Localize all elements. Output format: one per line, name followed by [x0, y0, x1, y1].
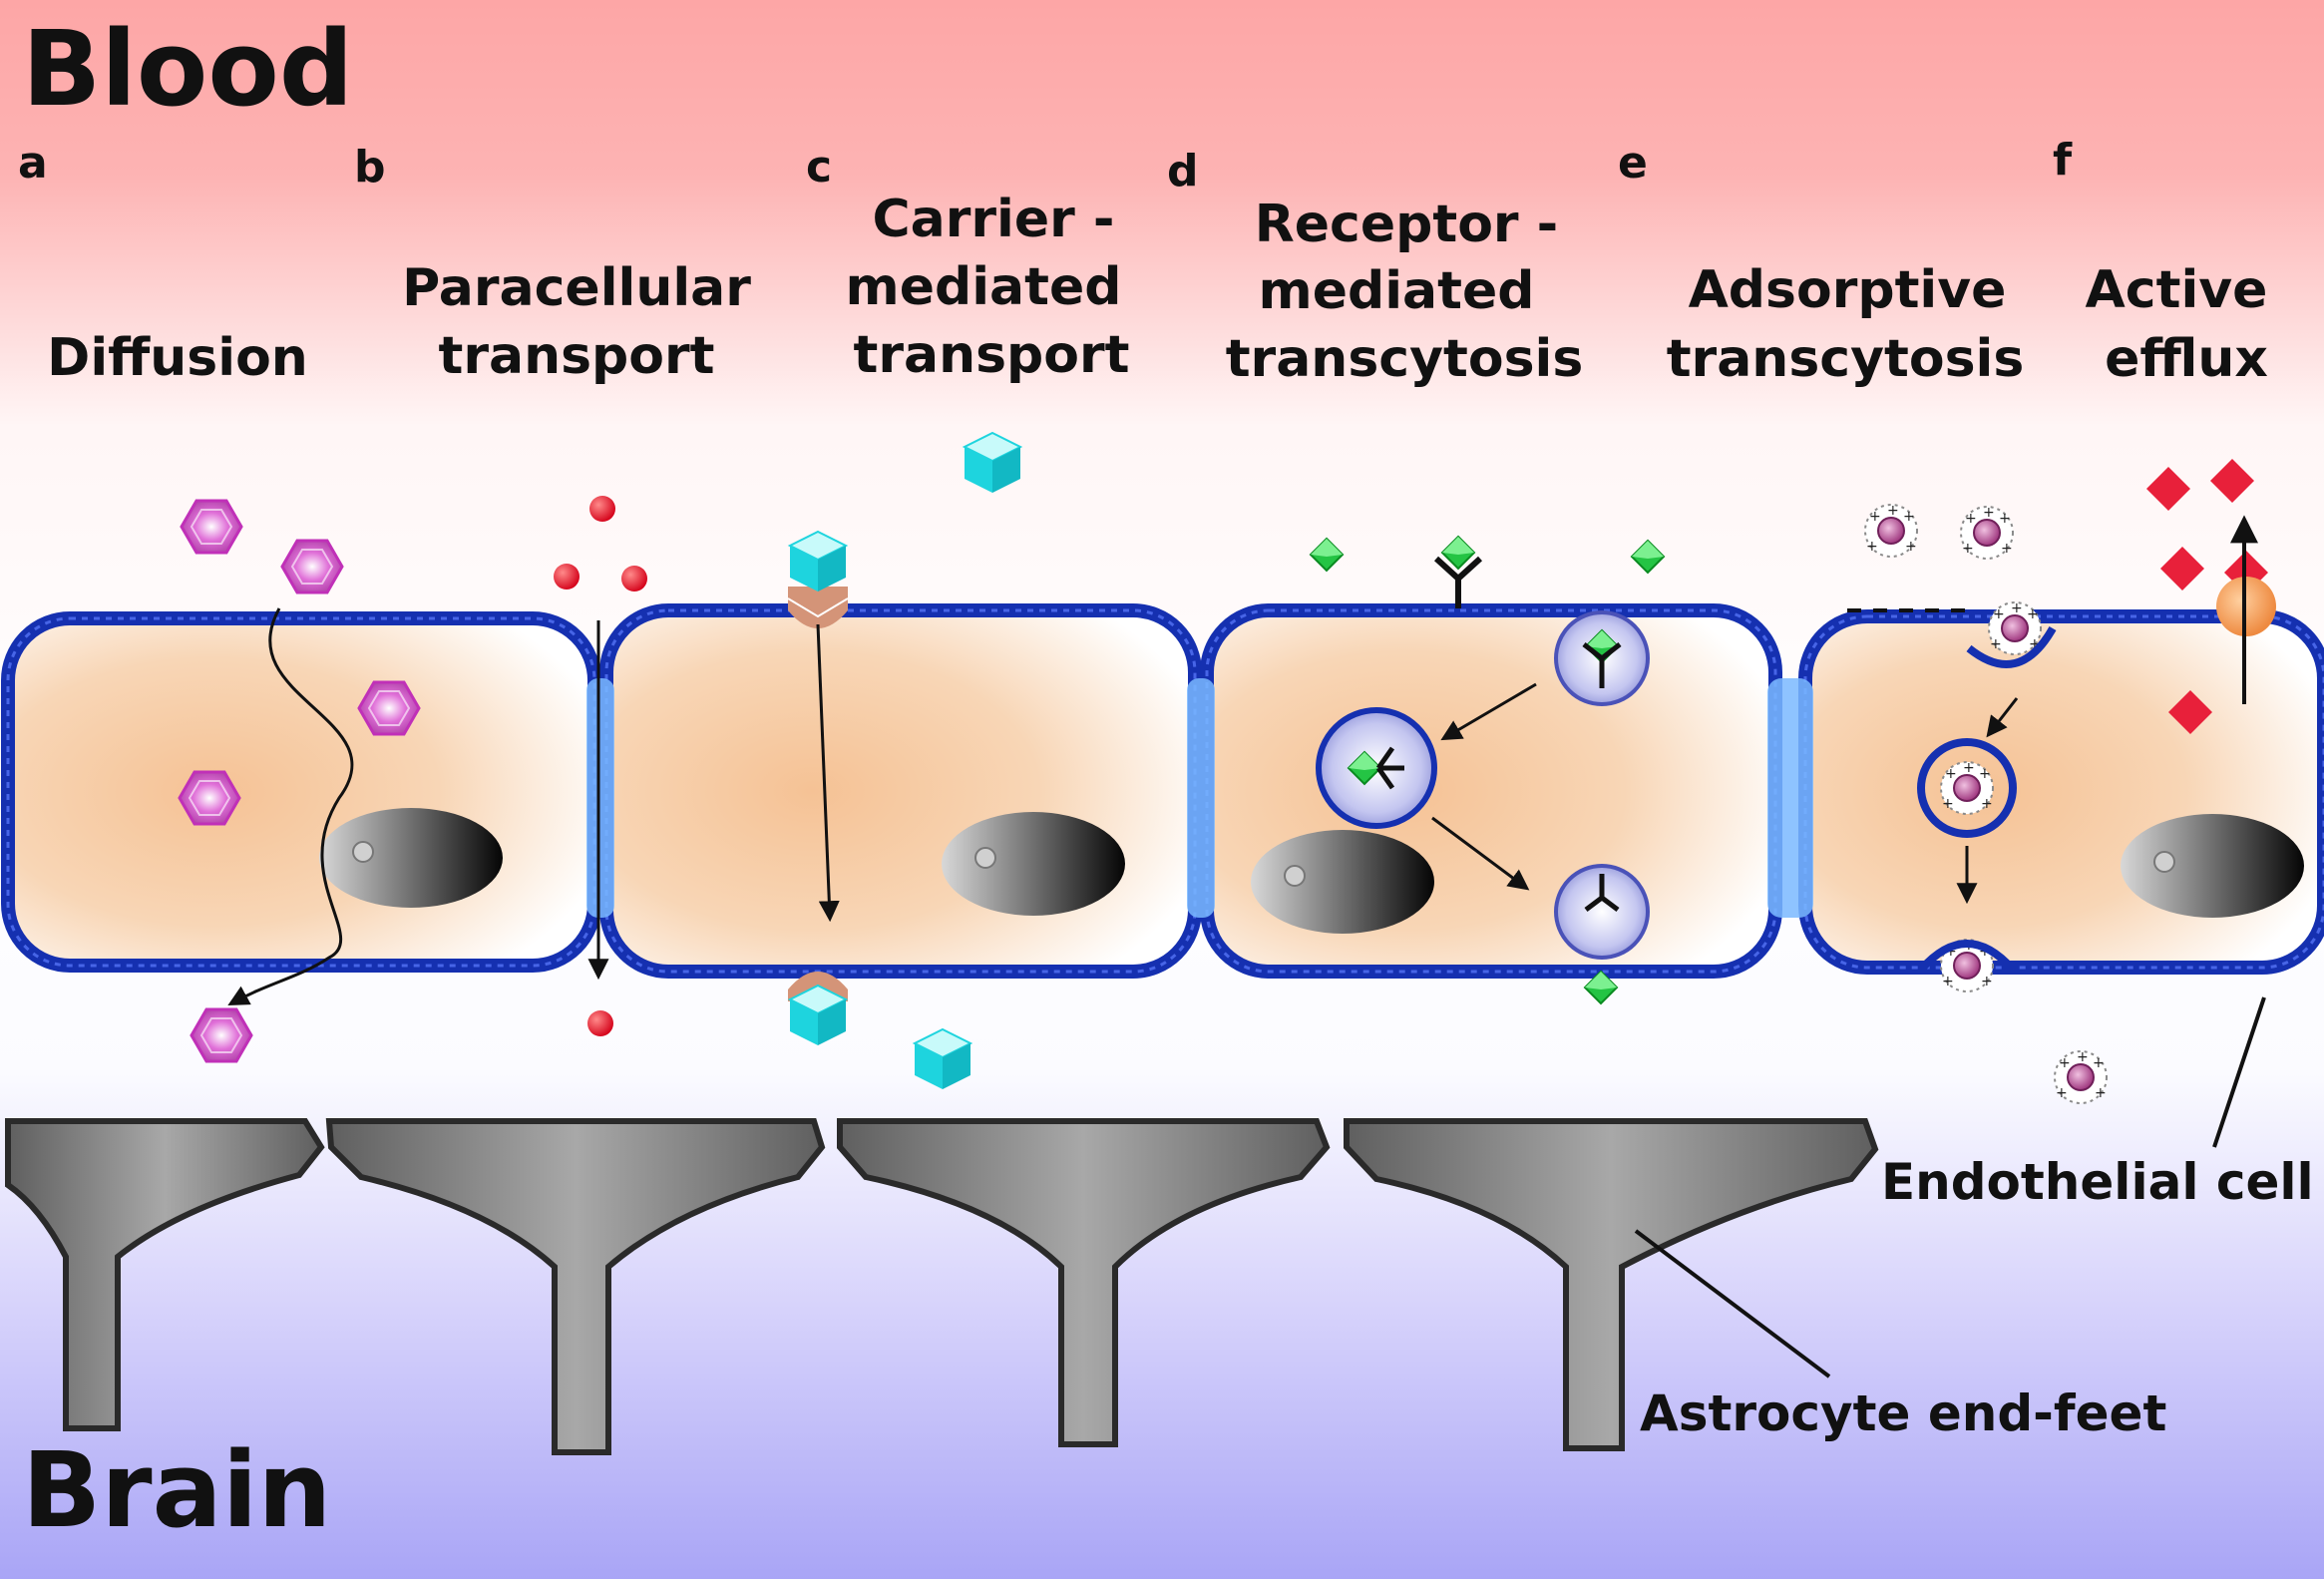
nucleus-4 — [2121, 814, 2304, 918]
mechanism-f-line2: efflux — [2105, 329, 2268, 389]
nucleus-1 — [319, 808, 503, 908]
blood-label: Blood — [22, 8, 353, 130]
mechanism-b-line1: Paracellular — [402, 258, 751, 318]
adsorptive-vesicle — [1917, 738, 2017, 838]
carrier-arrow — [816, 623, 840, 923]
astrocyte-end-feet — [5, 1118, 1879, 1455]
mechanism-d-line3: transcytosis — [1226, 329, 1584, 389]
mechanism-c-line1: Carrier - — [873, 190, 1115, 249]
mechanism-c-line2: mediated — [846, 257, 1122, 317]
panel-letter-c: c — [806, 142, 832, 193]
mechanism-e-line1: Adsorptive — [1689, 260, 2007, 320]
paracellular-particles — [554, 496, 647, 1036]
astrocyte-end-feet-label: Astrocyte end-feet — [1640, 1384, 2166, 1442]
brain-label: Brain — [22, 1429, 331, 1551]
endothelial-cell-2 — [599, 603, 1202, 979]
astrocyte-leader-line — [1634, 1229, 1831, 1379]
mechanism-b-line2: transport — [438, 326, 714, 386]
mechanism-d-line1: Receptor - — [1255, 195, 1559, 254]
endothelial-cell-label: Endothelial cell — [1881, 1153, 2314, 1211]
panel-letter-f: f — [2053, 135, 2073, 186]
panel-letter-b: b — [354, 142, 386, 193]
surface-receptor — [1433, 556, 1483, 608]
panel-letter-a: a — [18, 138, 48, 189]
mechanism-d-line2: mediated — [1259, 261, 1535, 321]
mechanism-f-line1: Active — [2086, 260, 2268, 320]
endothelial-cell-1 — [1, 611, 601, 973]
panel-letter-e: e — [1618, 138, 1648, 189]
nucleus-3 — [1251, 830, 1434, 934]
endothelial-leader-line — [2212, 996, 2266, 1148]
adsorptive-arrow-1 — [1986, 697, 2019, 738]
mechanism-a-line1: Diffusion — [47, 328, 308, 388]
tight-junctions — [586, 678, 1813, 918]
mechanism-c-line3: transport — [853, 325, 1129, 385]
receptor-arrow-2 — [1431, 816, 1530, 891]
diffusion-path-arrow — [227, 607, 354, 1006]
nucleus-2 — [942, 812, 1125, 916]
panel-letter-d: d — [1167, 146, 1199, 197]
mechanism-e-line2: transcytosis — [1667, 329, 2025, 389]
receptor-arrow-1 — [1440, 682, 1537, 741]
